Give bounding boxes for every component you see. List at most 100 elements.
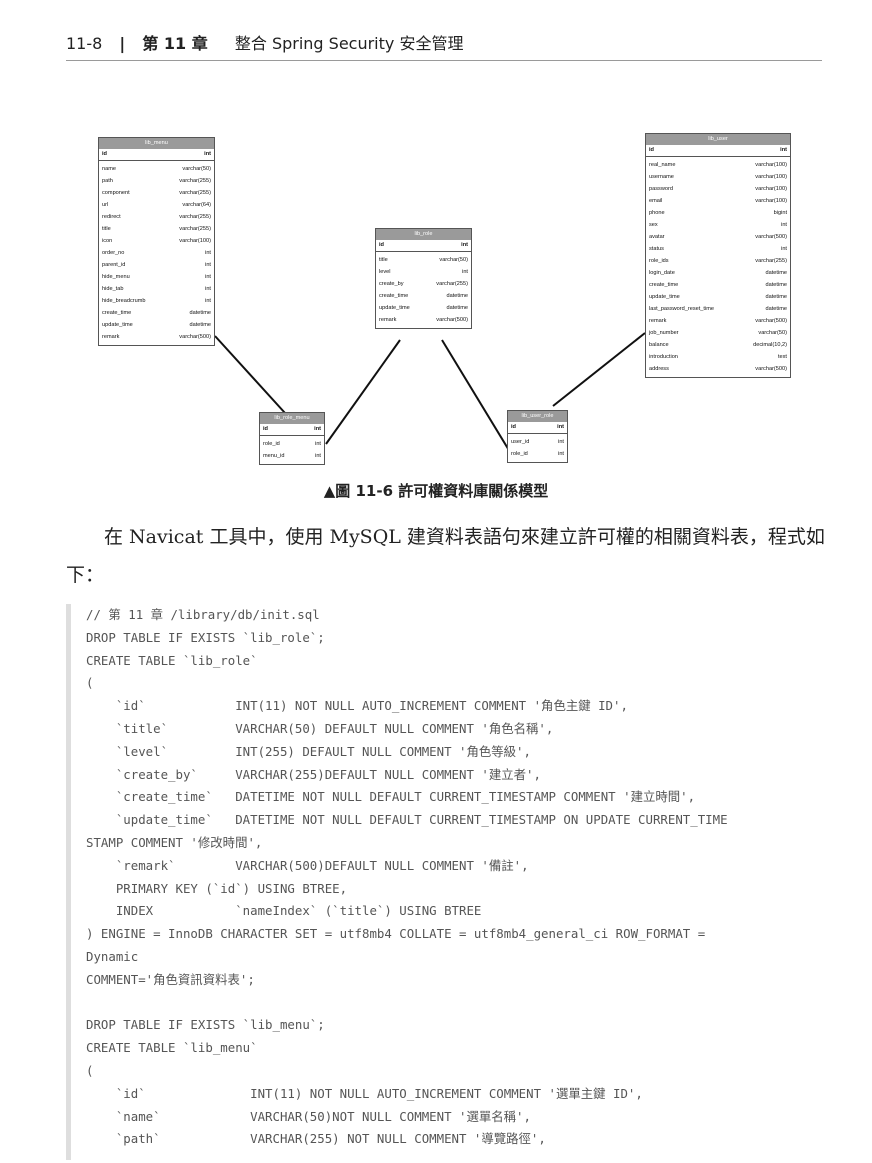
code-line: `title` VARCHAR(50) DEFAULT NULL COMMENT… xyxy=(86,720,554,736)
code-line: CREATE TABLE `lib_role` xyxy=(86,652,258,668)
paragraph-text: 在 Navicat 工具中，使用 MySQL 建資料表語句來建立許可權的相關資料… xyxy=(66,526,825,586)
code-line xyxy=(86,992,826,1015)
code-line: DROP TABLE IF EXISTS `lib_role`; xyxy=(86,629,325,645)
figure-caption: ▲圖 11-6 許可權資料庫關係模型 xyxy=(323,482,549,500)
code-line: `level` INT(255) DEFAULT NULL COMMENT '角… xyxy=(86,743,531,759)
table-title: lib_user_role xyxy=(508,411,567,422)
code-line: ( xyxy=(86,1062,94,1078)
code-line: INDEX `nameIndex` (`title`) USING BTREE xyxy=(86,903,482,919)
code-block: // 第 11 章 /library/db/init.sql DROP TABL… xyxy=(66,604,826,1160)
code-line: ) ENGINE = InnoDB CHARACTER SET = utf8mb… xyxy=(86,926,706,942)
code-line: `update_time` DATETIME NOT NULL DEFAULT … xyxy=(86,812,728,828)
header-separator: | xyxy=(119,34,126,53)
link-role-userrole xyxy=(441,339,511,453)
table-title: lib_role_menu xyxy=(260,413,324,424)
table-title: lib_menu xyxy=(99,138,214,149)
chapter-label: 第 11 章 xyxy=(142,34,208,53)
code-line: `create_by` VARCHAR(255)DEFAULT NULL COM… xyxy=(86,766,541,782)
code-line: `name` VARCHAR(50)NOT NULL COMMENT '選單名稱… xyxy=(86,1108,531,1124)
code-line: `remark` VARCHAR(500)DEFAULT NULL COMMEN… xyxy=(86,857,529,873)
code-line: DROP TABLE IF EXISTS `lib_menu`; xyxy=(86,1017,325,1033)
link-role-rolemenu xyxy=(325,339,401,445)
code-line: CREATE TABLE `lib_menu` xyxy=(86,1040,258,1056)
code-line: ( xyxy=(86,675,94,691)
table-title: lib_role xyxy=(376,229,471,240)
code-line: COMMENT='角色資訊資料表'; xyxy=(86,971,255,987)
body-paragraph: 在 Navicat 工具中，使用 MySQL 建資料表語句來建立許可權的相關資料… xyxy=(66,518,826,594)
page-number: 11-8 xyxy=(66,34,103,53)
code-line: `create_time` DATETIME NOT NULL DEFAULT … xyxy=(86,789,696,805)
link-menu-rolemenu xyxy=(214,335,286,414)
link-user-userrole xyxy=(552,332,646,407)
code-line: `id` INT(11) NOT NULL AUTO_INCREMENT COM… xyxy=(86,698,628,714)
chapter-title: 整合 Spring Security 安全管理 xyxy=(234,34,464,53)
code-line: `path` VARCHAR(255) NOT NULL COMMENT '導覽… xyxy=(86,1131,546,1147)
code-line: // 第 11 章 /library/db/init.sql xyxy=(86,607,320,622)
code-line: PRIMARY KEY (`id`) USING BTREE, xyxy=(86,880,348,896)
table-title: lib_user xyxy=(646,134,790,145)
code-line: `id` INT(11) NOT NULL AUTO_INCREMENT COM… xyxy=(86,1085,643,1101)
code-line: STAMP COMMENT '修改時間', xyxy=(86,834,263,850)
relationship-lines xyxy=(214,332,646,453)
code-line: Dynamic xyxy=(86,948,139,964)
running-header: 11-8 | 第 11 章 整合 Spring Security 安全管理 xyxy=(66,32,822,61)
